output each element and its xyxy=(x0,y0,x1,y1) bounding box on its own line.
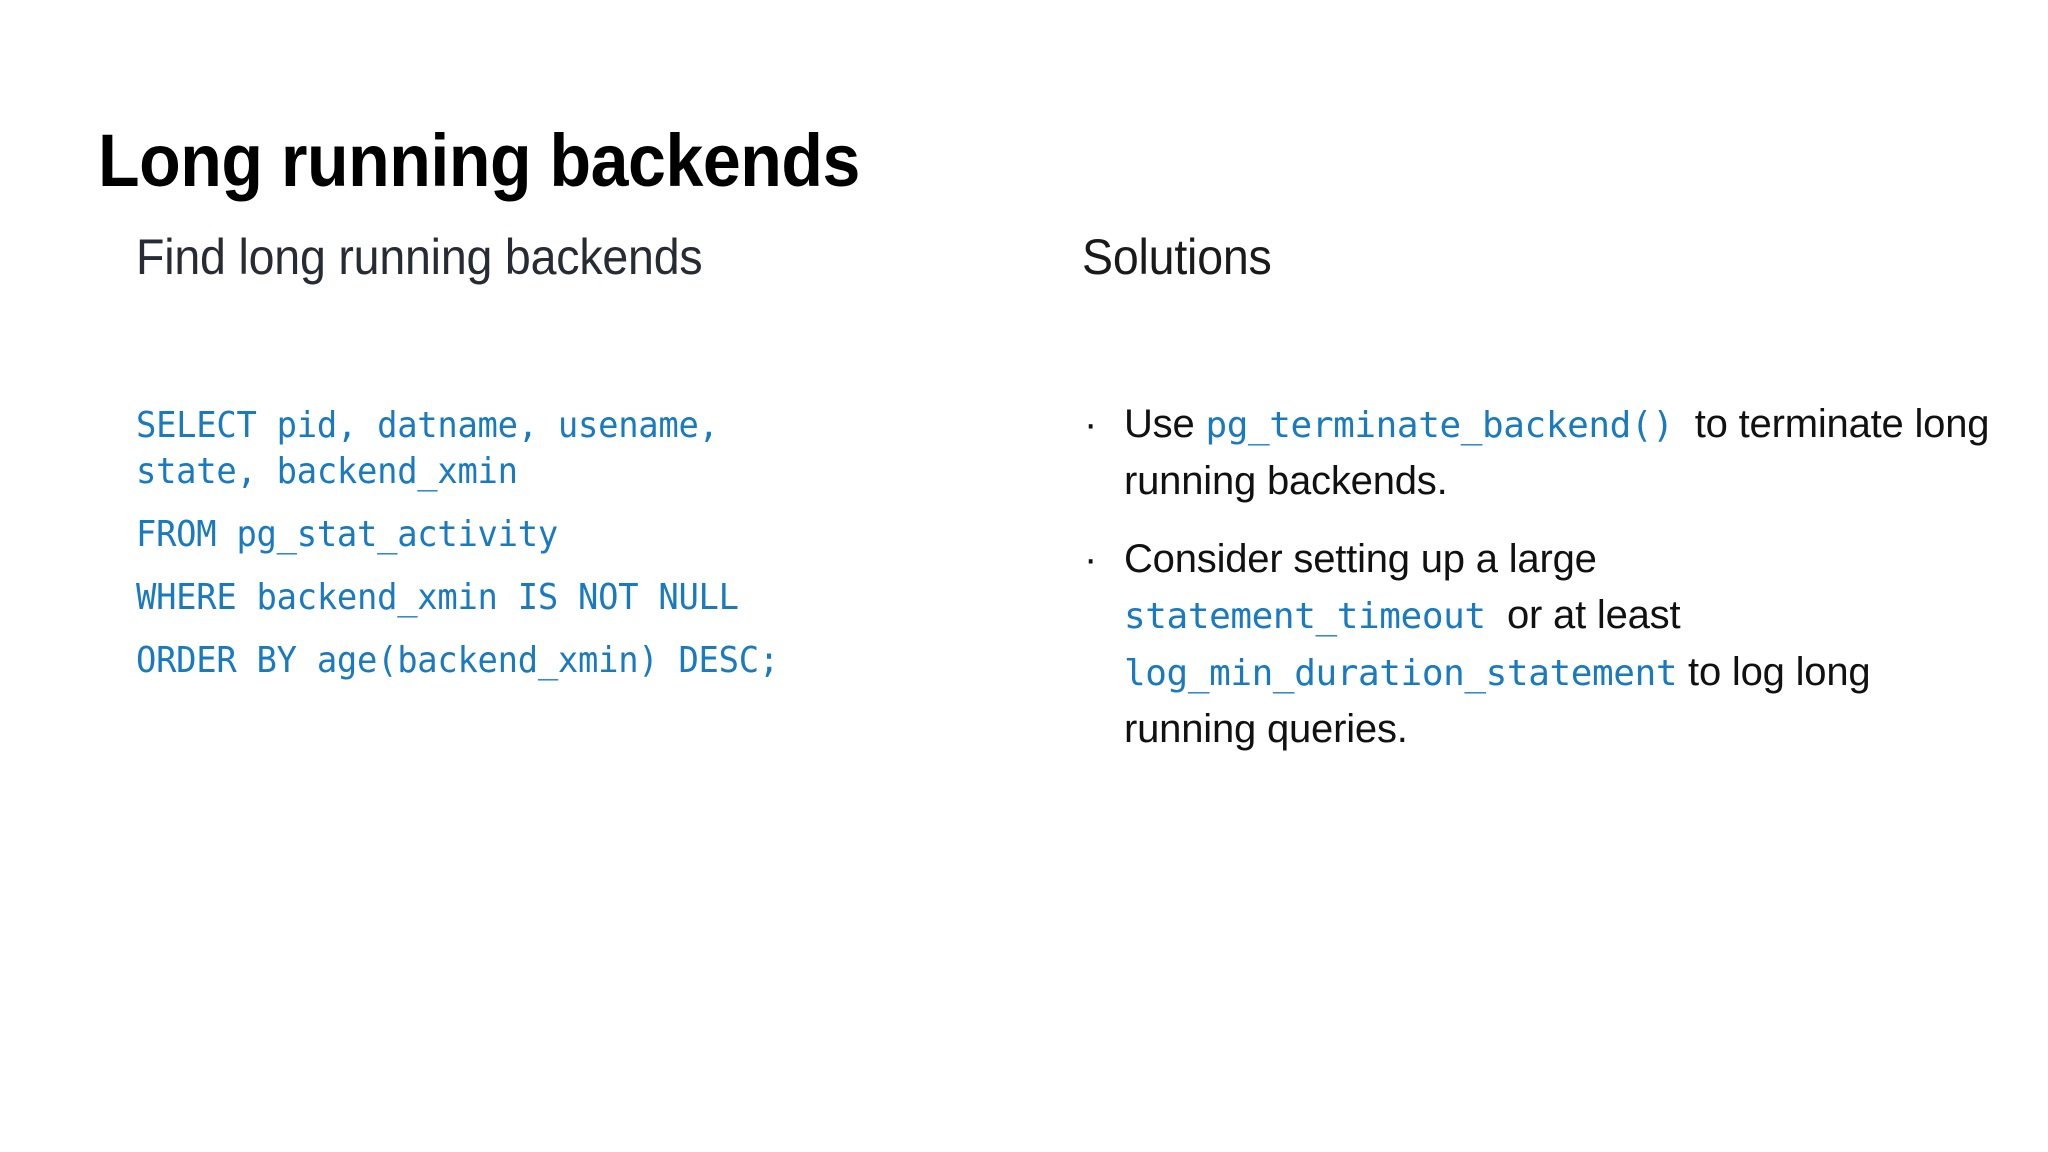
inline-text: to terminate long running backends. xyxy=(1124,402,1990,503)
solutions-list: · Use pg_terminate_backend() to terminat… xyxy=(1082,396,2002,758)
inline-code: pg_terminate_backend() xyxy=(1205,405,1695,446)
inline-text: or at least xyxy=(1506,593,1681,638)
page-title: Long running backends xyxy=(98,118,860,202)
list-item: · Consider setting up a large statement_… xyxy=(1082,531,2002,758)
slide-body-columns: Find long running backends SELECT pid, d… xyxy=(0,228,2048,1108)
inline-code: log_min_duration_statement xyxy=(1124,653,1678,695)
code-line: ORDER BY age(backend_xmin) DESC; xyxy=(136,640,779,682)
inline-code: statement_timeout xyxy=(1124,596,1507,638)
right-column-heading: Solutions xyxy=(1082,229,1272,285)
bullet-dot-icon: · xyxy=(1084,402,1098,446)
list-item-text: Use pg_terminate_backend() to terminate … xyxy=(1124,396,2002,510)
left-column: Find long running backends SELECT pid, d… xyxy=(136,228,1016,681)
code-line: SELECT pid, datname, usename, state, bac… xyxy=(136,405,719,493)
inline-text: to log long running queries. xyxy=(1124,650,1871,751)
left-column-heading: Find long running backends xyxy=(136,229,703,285)
inline-text: Use xyxy=(1124,402,1206,446)
bullet-dot-icon: · xyxy=(1084,536,1098,581)
list-item-text: Consider setting up a large statement_ti… xyxy=(1124,531,2002,758)
inline-text: Consider setting up a large xyxy=(1124,536,1597,581)
sql-code-block: SELECT pid, datname, usename, state, bac… xyxy=(136,403,1016,684)
code-line: FROM pg_stat_activity xyxy=(136,514,558,556)
code-line: WHERE backend_xmin IS NOT NULL xyxy=(136,577,739,619)
right-column: Solutions · Use pg_terminate_backend() t… xyxy=(1082,228,1990,751)
list-item: · Use pg_terminate_backend() to terminat… xyxy=(1082,396,2002,510)
